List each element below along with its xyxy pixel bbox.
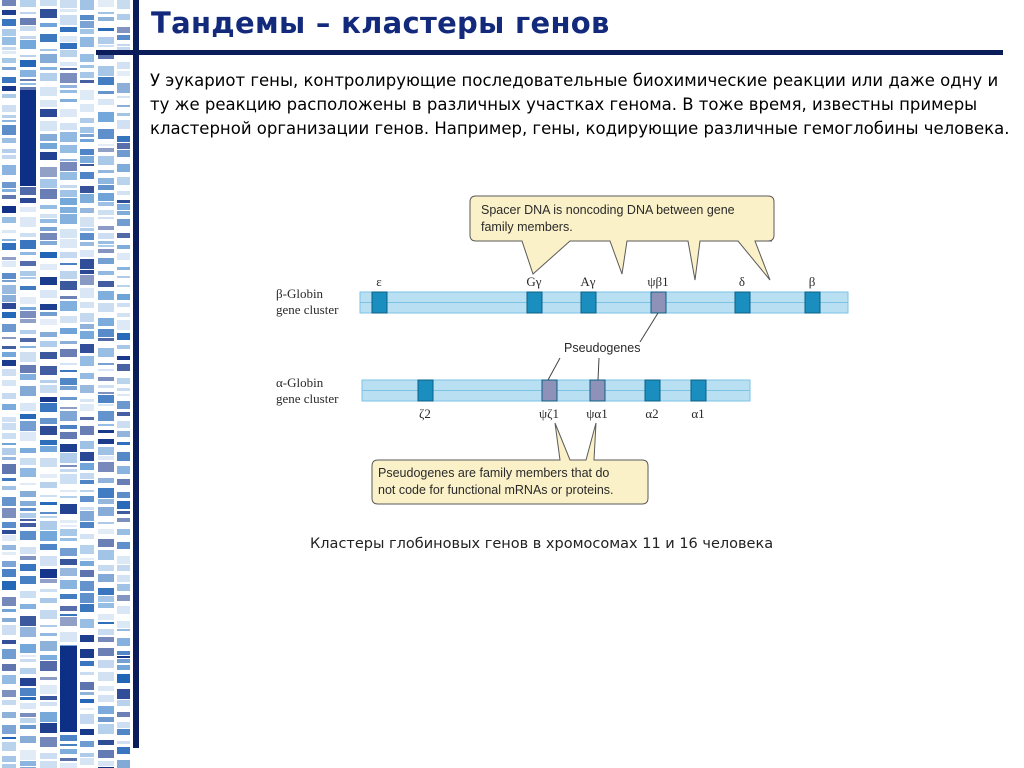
spacer-callout-line1: Spacer DNA is noncoding DNA between gene: [481, 203, 735, 217]
alpha-gene-label-5: α1: [691, 406, 704, 421]
spacer-callout-line2: family members.: [481, 220, 573, 234]
beta-gene-label-4: ψβ1: [647, 274, 668, 289]
beta-gene-label-5: δ: [739, 274, 745, 289]
title-underline: [96, 50, 1003, 55]
alpha-gene-block-2: [541, 379, 558, 402]
figure-caption: Кластеры глобиновых генов в хромосомах 1…: [310, 536, 774, 552]
alpha-gene-block-3: [589, 379, 606, 402]
beta-gene-block-2: [526, 291, 543, 314]
pseudogene-callout-line1: Pseudogenes are family members that do: [378, 466, 609, 480]
beta-cluster-label-line1: β-Globin: [276, 286, 324, 301]
beta-gene-block-6: [804, 291, 821, 314]
beta-gene-block-5: [734, 291, 751, 314]
beta-gene-block-1: [371, 291, 388, 314]
beta-gene-label-6: β: [809, 274, 816, 289]
alpha-gene-block-4: [644, 379, 661, 402]
slide-title: Тандемы – кластеры генов: [151, 6, 610, 40]
alpha-gene-block-5: [690, 379, 707, 402]
intro-paragraph: У эукариот гены, контролирующие последов…: [150, 71, 1010, 138]
beta-cluster-label-line2: gene cluster: [276, 302, 339, 317]
strip-column: [2, 0, 16, 768]
alpha-cluster-label-line1: α-Globin: [276, 375, 324, 390]
pseudogenes-label: Pseudogenes: [564, 341, 640, 355]
strip-column: [40, 0, 57, 768]
alpha-gene-label-4: α2: [645, 406, 658, 421]
beta-gene-block-3: [580, 291, 597, 314]
strip-column: [117, 0, 130, 768]
pseudogene-callout-line2: not code for functional mRNAs or protein…: [378, 483, 614, 497]
alpha-gene-block-1: [417, 379, 434, 402]
beta-gene-group: ε Gγ Aγ ψβ1 δ β: [371, 274, 821, 314]
spacer-callout-shape: [469, 195, 775, 281]
alpha-gene-group: ζ2 ψζ1 ψα1 α2 α1: [417, 379, 707, 421]
vertical-rule: [133, 0, 139, 748]
spacer-dna-callout: Spacer DNA is noncoding DNA between gene…: [469, 195, 775, 281]
beta-gene-block-4: [650, 291, 667, 314]
strip-column: [98, 0, 114, 768]
alpha-gene-label-2: ψζ1: [539, 406, 559, 421]
alpha-cluster-label-line2: gene cluster: [276, 391, 339, 406]
globin-cluster-figure: Spacer DNA is noncoding DNA between gene…: [270, 192, 855, 510]
beta-gene-label-2: Gγ: [526, 274, 541, 289]
beta-gene-label-3: Aγ: [580, 274, 595, 289]
decorative-dna-strip: [0, 0, 132, 768]
beta-gene-label-1: ε: [376, 274, 382, 289]
strip-column: [80, 0, 94, 768]
alpha-gene-label-3: ψα1: [586, 406, 607, 421]
alpha-gene-label-1: ζ2: [419, 406, 431, 421]
pseudogene-callout: Pseudogenes are family members that do n…: [371, 422, 649, 505]
